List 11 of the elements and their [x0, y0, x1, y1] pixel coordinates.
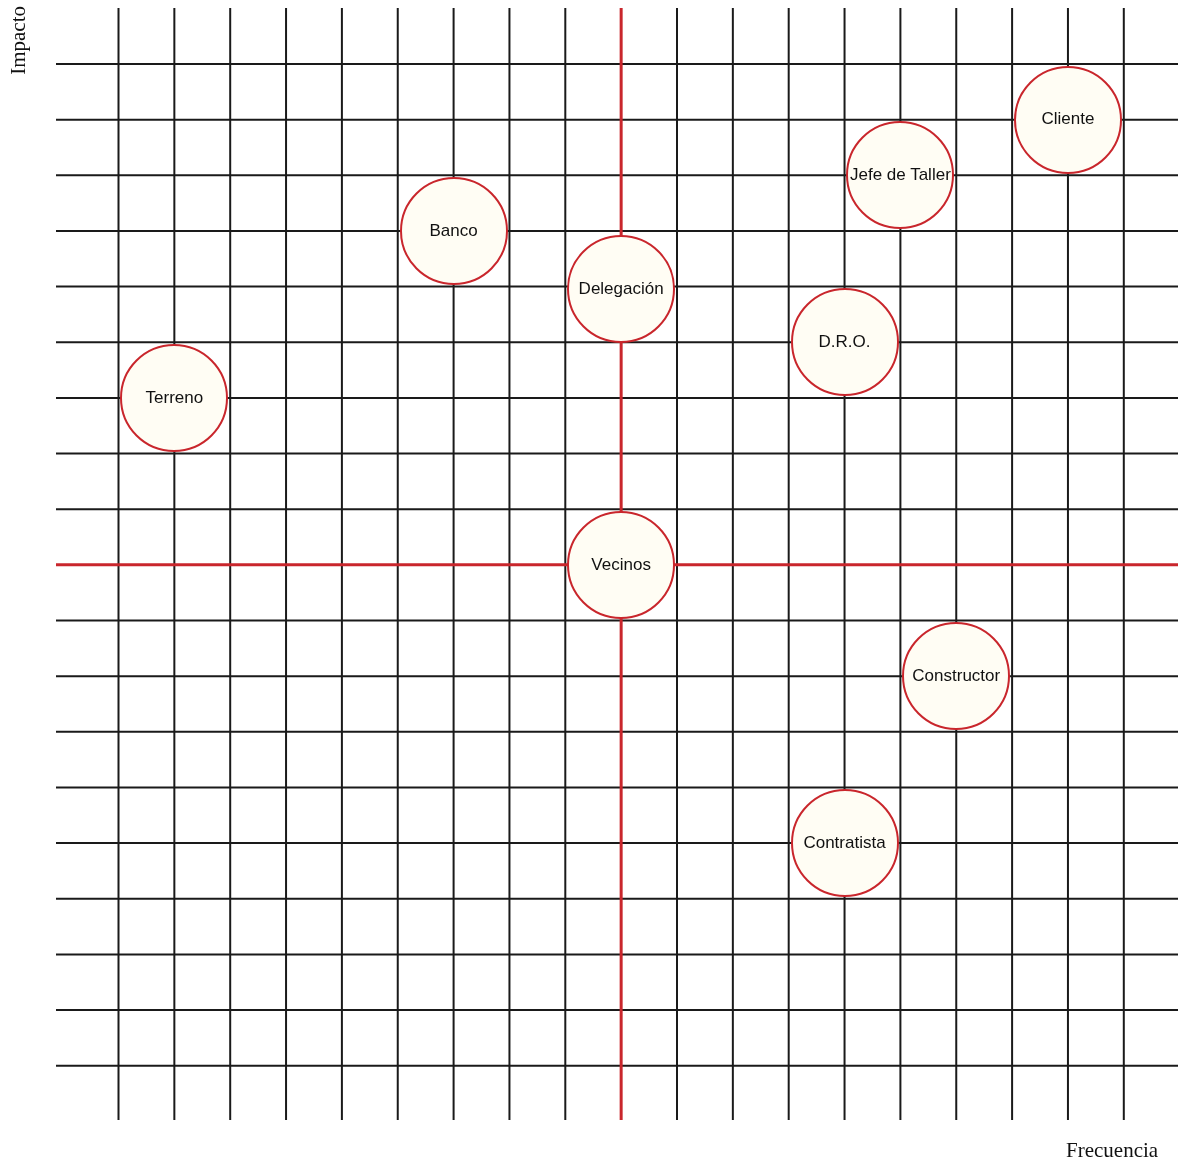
circle-node: Contratista	[790, 789, 899, 898]
circle-node: Cliente	[1013, 65, 1122, 174]
axis-title: Impacto	[6, 6, 31, 75]
circle-node: D.R.O.	[790, 288, 899, 397]
circle-node: Constructor	[902, 622, 1011, 731]
circle-node: Jefe de Taller	[846, 121, 955, 230]
circle-node: Vecinos	[567, 510, 676, 619]
axis-title: Frecuencia	[1066, 1138, 1159, 1163]
circle-node: Banco	[399, 176, 508, 285]
circle-node: Terreno	[120, 343, 229, 452]
circle-node: Delegación	[567, 235, 676, 344]
